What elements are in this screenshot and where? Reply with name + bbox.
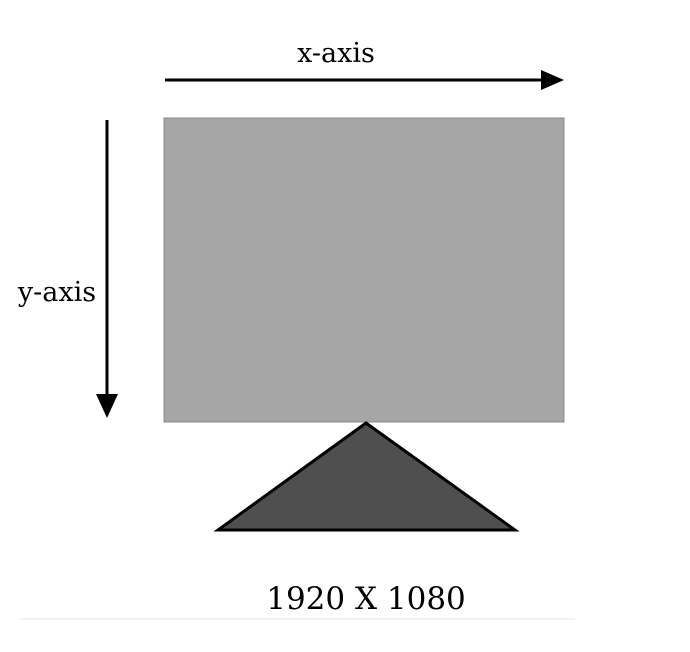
y-axis-arrow-icon [96, 120, 118, 418]
monitor-screen [163, 117, 565, 423]
resolution-label: 1920 X 1080 [266, 581, 466, 617]
monitor-stand [213, 421, 520, 532]
x-axis-arrow-icon [165, 70, 564, 90]
x-axis-label: x-axis [297, 38, 375, 69]
y-axis-label: y-axis [17, 277, 96, 308]
